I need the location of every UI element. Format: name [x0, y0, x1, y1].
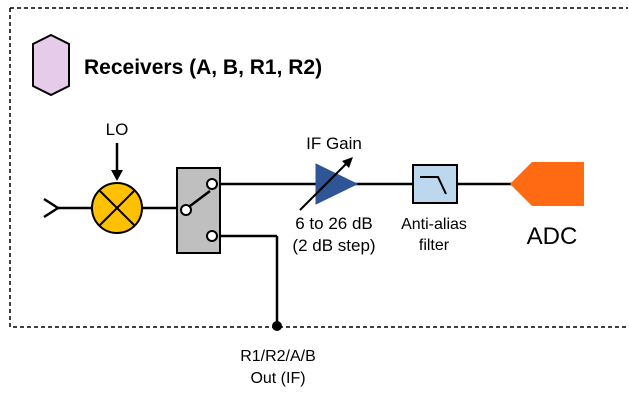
output-label-line2: Out (IF) [250, 370, 305, 387]
output-label-line1: R1/R2/A/B [240, 348, 316, 365]
output-node [272, 321, 282, 331]
filter-label-line2: filter [419, 237, 450, 254]
adc-icon [510, 162, 584, 206]
if-gain-step: (2 dB step) [292, 236, 375, 255]
switch-icon [176, 167, 221, 254]
lo-label: LO [106, 120, 129, 139]
diagram-title: Receivers (A, B, R1, R2) [84, 56, 322, 79]
adc-label: ADC [527, 223, 578, 250]
lo-arrow-icon [111, 170, 123, 181]
if-gain-range: 6 to 26 dB [295, 214, 373, 233]
signal-lines [58, 143, 515, 326]
filter-label-line1: Anti-alias [401, 216, 467, 233]
receiver-boundary [9, 7, 628, 328]
input-port-icon [43, 197, 61, 219]
hexagon-icon [32, 33, 70, 97]
lowpass-filter-icon [412, 164, 458, 204]
if-gain-label: IF Gain [306, 134, 362, 153]
variable-gain-amplifier-icon [299, 157, 359, 211]
mixer-icon [91, 182, 143, 234]
